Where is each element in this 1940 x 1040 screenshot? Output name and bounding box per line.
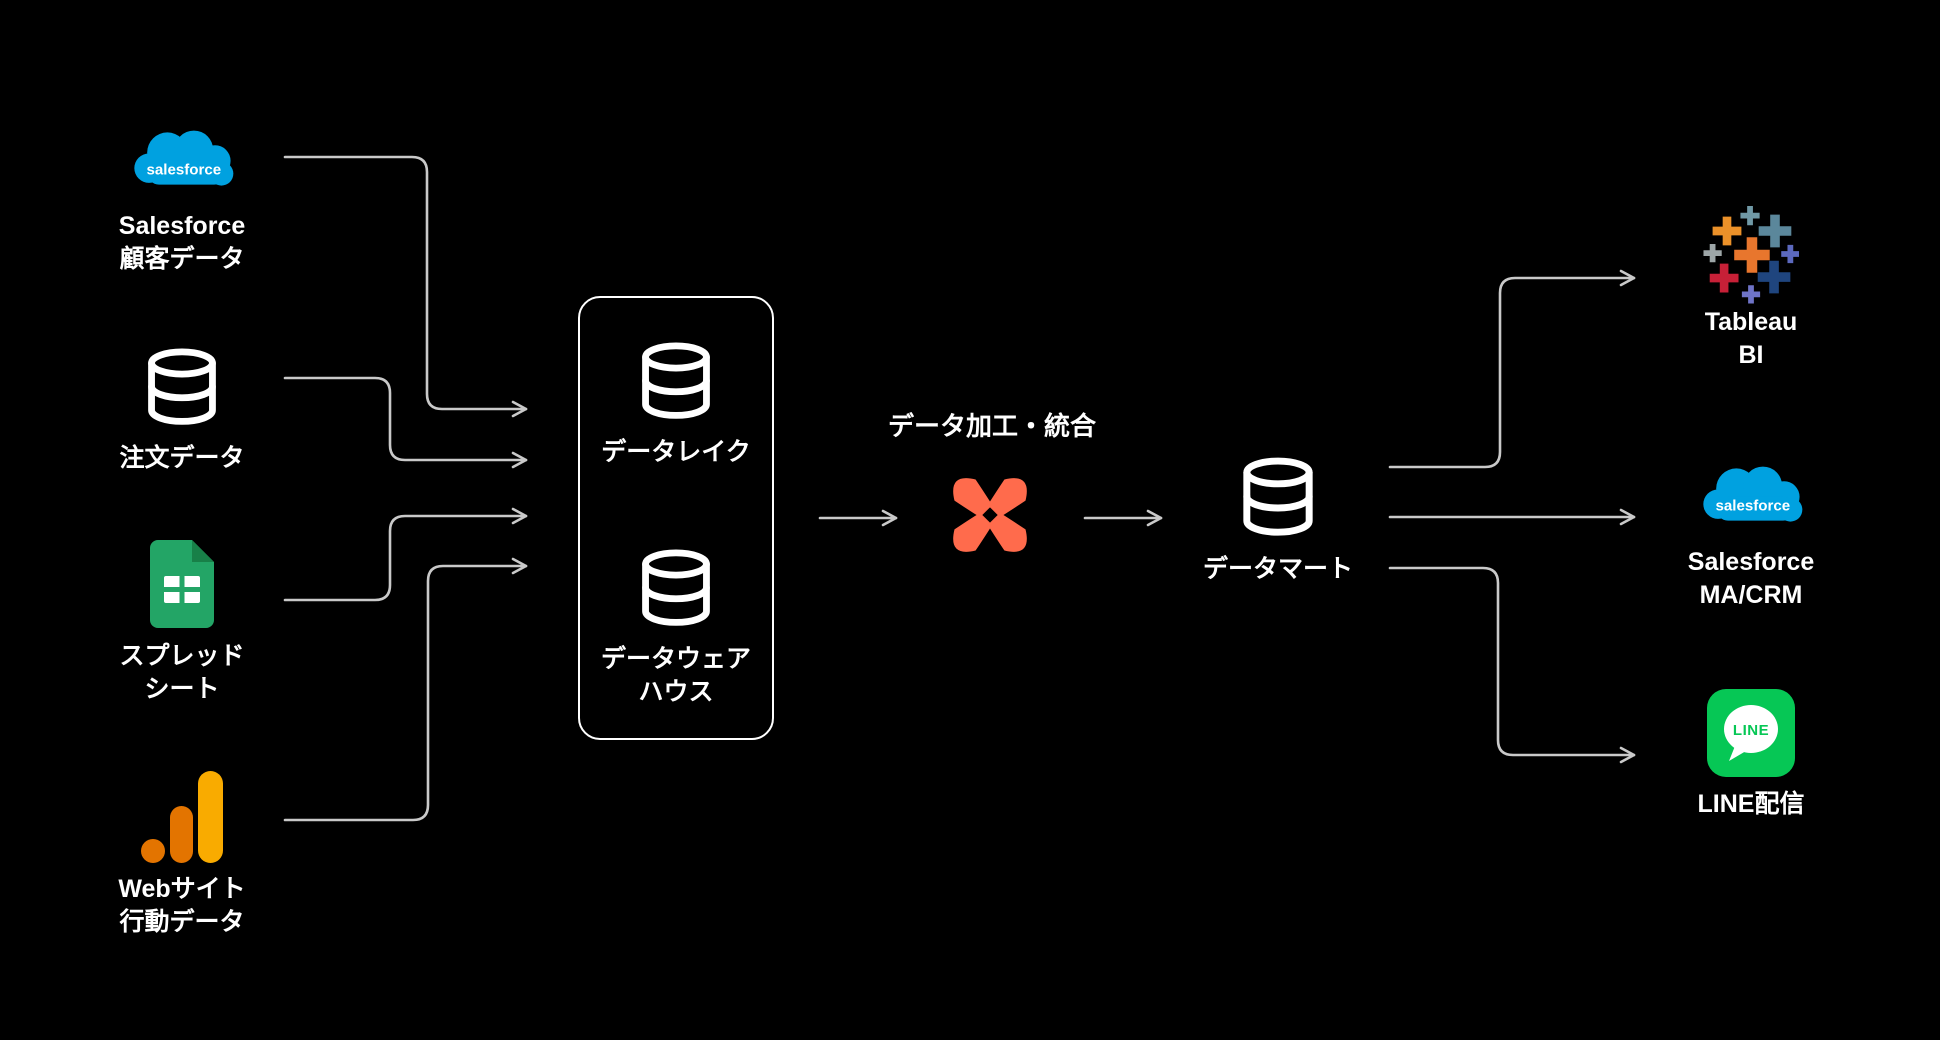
database-icon <box>1243 457 1313 536</box>
database-icon <box>642 549 710 626</box>
node-label: Webサイト 行動データ <box>118 875 246 936</box>
data-mart-node: データマート <box>1178 453 1378 586</box>
dbt-icon <box>953 478 1027 552</box>
source-spreadsheet-node: スプレッド シート <box>82 540 282 706</box>
data-warehouse-label: データウェア ハウス <box>600 645 751 706</box>
connector-orders-to-lake <box>283 376 528 469</box>
salesforce-logo-text: salesforce <box>1715 498 1790 515</box>
line-logo-text: LINE <box>1733 722 1769 739</box>
node-label: LINE配信 <box>1697 790 1805 818</box>
destination-salesforce-node: salesforce Salesforce MA/CRM <box>1651 458 1851 612</box>
connector-datamart-to-line <box>1388 566 1636 764</box>
tableau-icon <box>1703 206 1799 304</box>
connector-salesforce-to-lake <box>283 155 528 418</box>
source-salesforce-customer-node: salesforce Salesforce 顧客データ <box>82 122 282 276</box>
connector-sheets-to-lake <box>283 507 528 602</box>
node-label: Salesforce 顧客データ <box>118 212 246 273</box>
destination-tableau-node: Tableau BI <box>1651 206 1851 372</box>
connector-web-to-lake <box>283 557 528 822</box>
database-icon <box>642 342 710 419</box>
source-web-behavior-node: Webサイト 行動データ <box>82 771 282 939</box>
salesforce-icon: salesforce <box>1703 466 1803 522</box>
destination-line-node: LINE LINE配信 <box>1651 688 1851 821</box>
node-label: 注文データ <box>119 444 245 472</box>
database-icon <box>148 348 216 425</box>
salesforce-icon: salesforce <box>134 130 234 186</box>
salesforce-logo-text: salesforce <box>146 162 221 179</box>
google-sheets-icon <box>150 540 214 628</box>
data-mart-label: データマート <box>1202 555 1353 583</box>
node-label: スプレッド シート <box>119 642 245 703</box>
google-analytics-icon <box>141 771 223 863</box>
transform-label: データ加工・統合 <box>887 411 1096 441</box>
data-platform-box: データレイク データウェア ハウス <box>578 296 774 740</box>
node-label: Salesforce MA/CRM <box>1687 548 1815 609</box>
connector-datamart-to-tableau <box>1388 269 1636 469</box>
source-order-data-node: 注文データ <box>82 344 282 475</box>
line-icon: LINE <box>1707 689 1795 777</box>
node-label: Tableau BI <box>1704 308 1798 369</box>
data-lake-label: データレイク <box>601 438 751 466</box>
